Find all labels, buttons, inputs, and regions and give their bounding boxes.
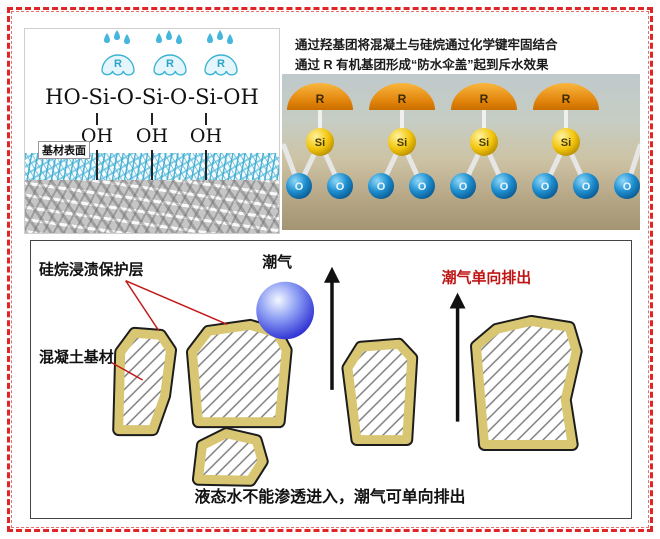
- o-label: O: [377, 181, 386, 193]
- concrete-tooth: [114, 328, 176, 435]
- water-droplet-icon: [104, 33, 110, 43]
- bottom-caption: 液态水不能渗透进入，潮气可单向排出: [195, 487, 466, 506]
- silane-umbrella-icon: R: [204, 30, 238, 76]
- concrete-texture: [25, 180, 279, 233]
- coated-concrete-teeth: [112, 314, 583, 487]
- chemical-bond: [151, 150, 153, 180]
- r-group-label: R: [114, 58, 122, 70]
- explanation-text: 通过羟基团将混凝土与硅烷通过化学键牢固结合 通过 R 有机基团形成“防水伞盖”起…: [282, 30, 640, 75]
- water-droplet-icon: [124, 34, 130, 44]
- r-group-label: R: [217, 58, 225, 70]
- water-droplet-icon: [227, 34, 233, 44]
- r-label: R: [480, 92, 489, 106]
- r-label: R: [562, 92, 571, 106]
- o-label: O: [541, 181, 550, 193]
- silane-umbrella-icon: R: [153, 30, 187, 76]
- o-atoms: O O O O O O O O O: [286, 173, 640, 199]
- protective-layer-label: 硅烷浸渍保护层: [39, 261, 144, 279]
- poster-border: [7, 7, 653, 532]
- chemical-bond: [151, 113, 153, 125]
- poster-border-inner: [11, 11, 649, 528]
- concrete-tooth: [472, 316, 581, 449]
- o-label: O: [459, 181, 468, 193]
- r-group-label: R: [166, 58, 174, 70]
- concrete-tooth: [343, 339, 417, 445]
- silanol-formula: HO-Si-O-Si-O-Si-OH: [45, 85, 259, 109]
- r-dome: [287, 83, 353, 110]
- o-atom: [327, 173, 353, 199]
- panel-hydroxyl-bonding: R R R HO-Si-O-Si-O-Si-OH OH OH OH: [24, 28, 280, 234]
- chemical-bond: [205, 150, 207, 180]
- water-droplet-icon: [114, 30, 120, 40]
- water-droplet-icon: [217, 30, 223, 40]
- o-atom: [573, 173, 599, 199]
- water-droplet-icon: [166, 30, 172, 40]
- o-atom: [450, 173, 476, 199]
- o-atom: [368, 173, 394, 199]
- o-atom: [614, 173, 640, 199]
- si-atom: [388, 128, 416, 156]
- o-atom: [286, 173, 312, 199]
- r-si-stems: [318, 104, 568, 134]
- up-arrow-head: [449, 292, 466, 309]
- moisture-sphere: [256, 281, 315, 340]
- water-droplet-icon: [156, 33, 162, 43]
- o-label: O: [295, 181, 304, 193]
- hydroxyl-label: OH: [135, 125, 169, 147]
- chemical-bond: [96, 113, 98, 125]
- up-arrows: [324, 266, 466, 422]
- o-atom: [491, 173, 517, 199]
- silane-umbrella-group: R R R: [101, 30, 238, 76]
- o-label: O: [336, 181, 345, 193]
- hydroxyl-label: OH: [189, 125, 223, 147]
- si-label: Si: [315, 137, 325, 149]
- explanation-line-2: 通过 R 有机基团形成“防水伞盖”起到斥水效果: [295, 58, 549, 72]
- panel-moisture-diagram: 硅烷浸渍保护层 混凝土基材 潮气 潮气单向排出 液态水不能渗透进入，潮气可单向排…: [30, 240, 632, 519]
- water-droplet-icon: [176, 34, 182, 44]
- si-label: Si: [397, 137, 407, 149]
- moisture-diagram: 硅烷浸渍保护层 混凝土基材 潮气 潮气单向排出 液态水不能渗透进入，潮气可单向排…: [39, 253, 583, 506]
- substrate-label: 混凝土基材: [39, 348, 114, 366]
- si-atoms: Si Si Si Si: [306, 128, 580, 156]
- r-label: R: [316, 92, 325, 106]
- r-dome: [369, 83, 435, 110]
- r-dome: [451, 83, 517, 110]
- water-droplet-icon: [207, 33, 213, 43]
- si-label: Si: [561, 137, 571, 149]
- o-label: O: [623, 181, 632, 193]
- chemical-bond: [205, 113, 207, 125]
- one-way-discharge-label: 潮气单向排出: [442, 269, 532, 287]
- si-atom: [470, 128, 498, 156]
- o-atom: [532, 173, 558, 199]
- leader-lines: [110, 280, 228, 381]
- o-label: O: [418, 181, 427, 193]
- si-atom: [552, 128, 580, 156]
- panel-molecular-structure: 通过羟基团将混凝土与硅烷通过化学键牢固结合 通过 R 有机基团形成“防水伞盖”起…: [282, 30, 640, 230]
- silane-umbrella-icon: R: [101, 30, 135, 76]
- o-atom: [409, 173, 435, 199]
- up-arrow-head: [324, 266, 340, 283]
- r-domes: R R R R: [287, 83, 599, 110]
- o-label: O: [500, 181, 509, 193]
- moisture-label: 潮气: [262, 253, 292, 271]
- concrete-tooth: [187, 320, 291, 427]
- r-label: R: [398, 92, 407, 106]
- si-label: Si: [479, 137, 489, 149]
- si-atom: [306, 128, 334, 156]
- explanation-line-1: 通过羟基团将混凝土与硅烷通过化学键牢固结合: [295, 38, 558, 52]
- substrate-surface-tag: 基材表面: [38, 141, 90, 159]
- concrete-fragment: [193, 429, 267, 485]
- chemical-bond: [96, 150, 98, 180]
- o-label: O: [582, 181, 591, 193]
- molecule-photo: R R R R Si Si Si Si: [282, 74, 640, 230]
- r-dome: [533, 83, 599, 110]
- molecule-diagram: R R R R Si Si Si Si: [282, 83, 640, 199]
